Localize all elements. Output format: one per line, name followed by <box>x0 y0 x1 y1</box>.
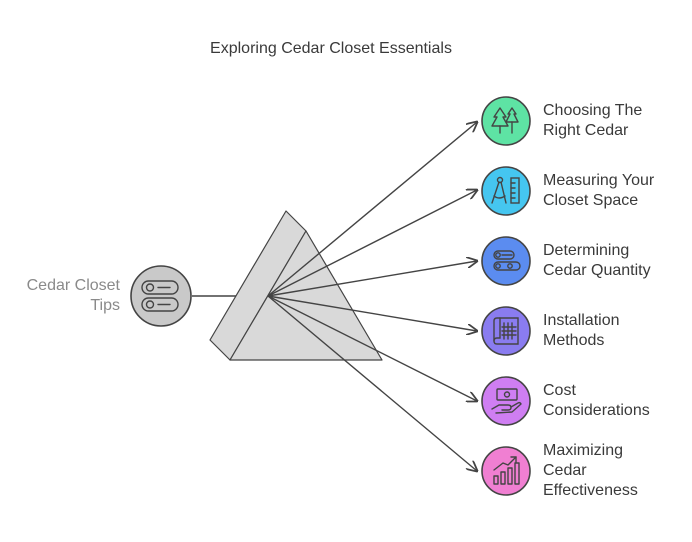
trees-icon <box>491 107 519 134</box>
item-label-1: Choosing The Right Cedar <box>543 101 688 141</box>
money-hand-icon <box>491 388 522 414</box>
ray-3 <box>267 261 477 297</box>
item-label-6-line3: Effectiveness <box>543 482 638 499</box>
ray-4 <box>267 295 477 331</box>
item-label-1-line1: Choosing The <box>543 102 643 119</box>
item-label-6-line2: Cedar <box>543 462 587 479</box>
ray-2 <box>267 190 477 297</box>
toggle-switches-icon <box>141 280 179 312</box>
item-label-5-line1: Cost <box>543 382 576 399</box>
item-label-2: Measuring Your Closet Space <box>543 171 688 211</box>
item-label-6-line1: Maximizing <box>543 442 624 459</box>
prism <box>209 210 383 361</box>
item-label-4: Installation Methods <box>543 311 688 351</box>
source-label-line1: Cedar Closet <box>26 277 120 294</box>
source-circle <box>130 265 192 327</box>
ray-6 <box>267 295 477 471</box>
drafting-compass-icon <box>491 176 520 204</box>
item-label-6: Maximizing Cedar Effectiveness <box>543 441 688 501</box>
item-node-1 <box>481 96 531 146</box>
item-label-3-line1: Determining <box>543 242 630 259</box>
item-label-1-line2: Right Cedar <box>543 122 629 139</box>
item-node-4 <box>481 306 531 356</box>
growth-chart-icon <box>493 456 520 485</box>
source-label: Cedar Closet Tips <box>10 276 120 316</box>
item-label-4-line2: Methods <box>543 332 605 349</box>
blueprint-icon <box>493 317 519 345</box>
output-rays <box>267 122 477 471</box>
item-label-3-line2: Cedar Quantity <box>543 262 651 279</box>
item-label-5-line2: Considerations <box>543 402 650 419</box>
ray-5 <box>267 295 477 401</box>
ray-1 <box>267 122 477 297</box>
item-node-6 <box>481 446 531 496</box>
item-label-2-line2: Closet Space <box>543 192 639 209</box>
source-node <box>130 265 192 327</box>
item-label-3: Determining Cedar Quantity <box>543 241 688 281</box>
diagram-title: Exploring Cedar Closet Essentials <box>210 40 452 57</box>
item-label-4-line1: Installation <box>543 312 620 329</box>
item-node-2 <box>481 166 531 216</box>
item-node-3 <box>481 236 531 286</box>
logs-icon <box>493 250 521 271</box>
item-label-2-line1: Measuring Your <box>543 172 655 189</box>
item-label-5: Cost Considerations <box>543 381 688 421</box>
source-label-line2: Tips <box>90 297 120 314</box>
item-node-5 <box>481 376 531 426</box>
